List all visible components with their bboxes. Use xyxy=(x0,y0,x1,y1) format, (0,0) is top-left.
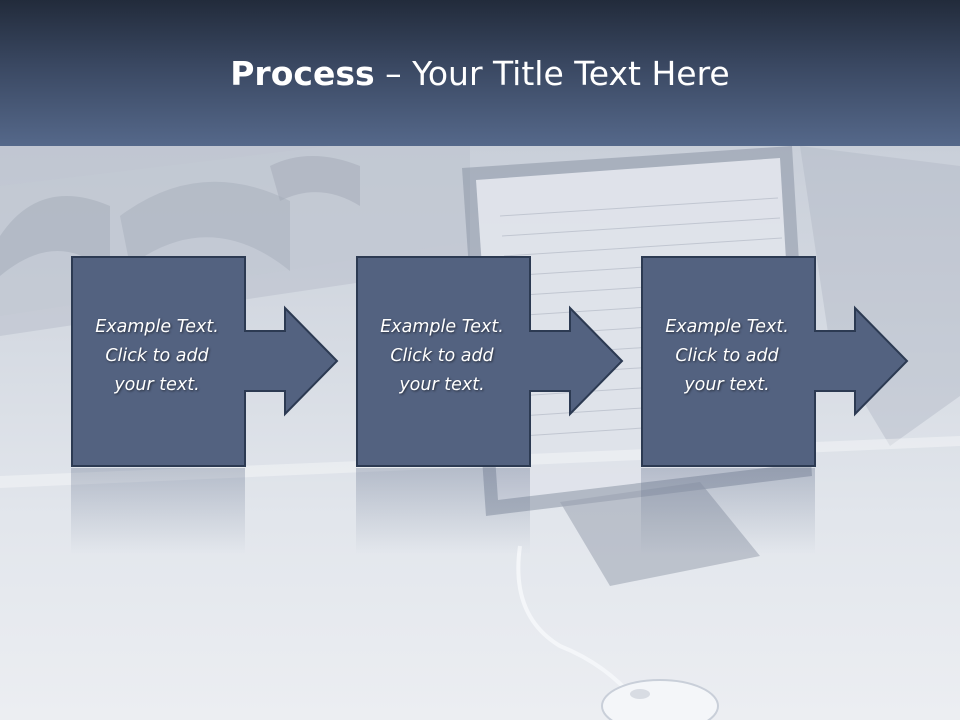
step-2-line-2: Click to add xyxy=(390,346,494,366)
slide-title[interactable]: Process – Your Title Text Here xyxy=(0,52,960,96)
step-1-text[interactable]: Example Text. Click to add your text. xyxy=(71,313,243,400)
step-3-arrow-shape xyxy=(641,256,909,467)
step-2-text[interactable]: Example Text. Click to add your text. xyxy=(356,313,528,400)
title-rest-part: – Your Title Text Here xyxy=(374,54,730,93)
step-3-text[interactable]: Example Text. Click to add your text. xyxy=(641,313,813,400)
process-step-3[interactable]: Example Text. Click to add your text. xyxy=(641,256,911,470)
step-1-line-2: Click to add xyxy=(105,346,209,366)
step-2-reflection xyxy=(356,468,530,554)
step-1-line-1: Example Text. xyxy=(95,317,219,337)
step-1-reflection xyxy=(71,468,245,554)
title-bold-part: Process xyxy=(230,54,375,93)
step-2-line-3: your text. xyxy=(399,375,485,395)
step-2-line-1: Example Text. xyxy=(380,317,504,337)
step-3-line-3: your text. xyxy=(684,375,770,395)
process-step-1[interactable]: Example Text. Click to add your text. xyxy=(71,256,341,470)
process-step-2[interactable]: Example Text. Click to add your text. xyxy=(356,256,626,470)
title-band: Process – Your Title Text Here xyxy=(0,0,960,146)
step-3-line-1: Example Text. xyxy=(665,317,789,337)
step-1-arrow-shape xyxy=(71,256,339,467)
step-2-arrow-shape xyxy=(356,256,624,467)
step-1-line-3: your text. xyxy=(114,375,200,395)
step-3-line-2: Click to add xyxy=(675,346,779,366)
step-3-reflection xyxy=(641,468,815,554)
